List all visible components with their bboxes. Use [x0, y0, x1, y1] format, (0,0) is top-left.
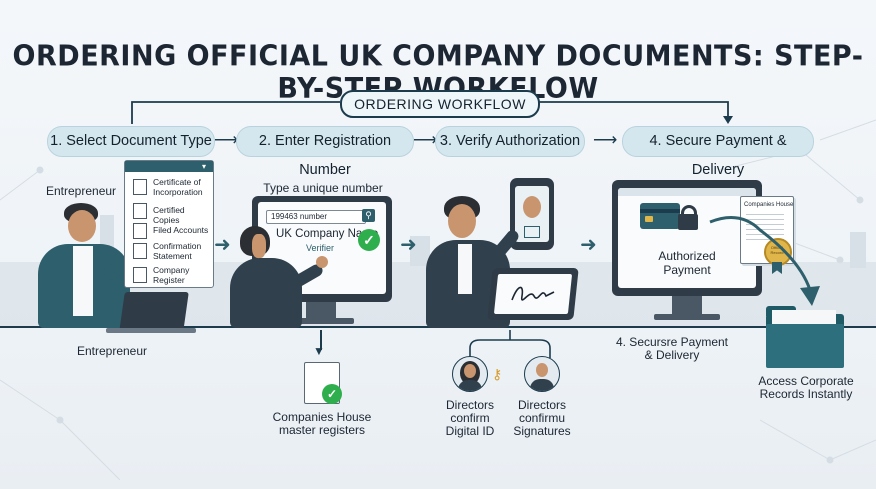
folder-front — [766, 324, 844, 368]
step-1-pill: 1. Select Document Type — [47, 126, 215, 157]
entrepreneur-avatar — [68, 210, 96, 242]
type-number-caption: Type a unique number — [263, 181, 383, 195]
certificate-lines — [746, 214, 784, 242]
document-icon — [133, 179, 147, 195]
doc-option-certified-copies[interactable]: Certified Copies — [153, 205, 185, 225]
step-2-pill: 2. Enter Registration Number — [236, 126, 414, 178]
company-name-result: UK Company Name — [276, 228, 379, 240]
person-avatar — [252, 234, 266, 258]
arrow-right-icon: ⟶ — [413, 130, 438, 149]
arrow-right-icon: ➜ — [214, 234, 231, 256]
person-avatar — [448, 204, 476, 238]
entrepreneur-label-top: Entrepreneur — [46, 184, 117, 198]
check-icon: ✓ — [322, 384, 342, 404]
doc-option-incorporation[interactable]: Certificate of Incorporation — [153, 177, 203, 197]
arrow-right-icon: ⟶ — [214, 130, 239, 149]
skyline-tower — [410, 236, 430, 266]
document-type-dropdown[interactable]: ▾ Certificate of Incorporation Certified… — [124, 160, 214, 288]
arrow-down-line — [320, 330, 322, 350]
person-body — [230, 258, 302, 328]
director-id-caption-1: Directors — [445, 398, 494, 412]
search-icon[interactable]: ⚲ — [362, 209, 375, 222]
browser-bar — [618, 188, 756, 196]
access-records-caption-2: Records Instantly — [759, 387, 853, 401]
companies-house-caption-1: Companies House — [272, 410, 372, 424]
lock-shackle — [681, 205, 697, 218]
entrepreneur-shirt — [73, 246, 93, 316]
payment-monitor-base — [654, 314, 720, 320]
document-icon — [133, 267, 147, 283]
authorized-text-2: Payment — [663, 263, 711, 277]
payment-monitor-stand — [672, 296, 702, 316]
seal-text: Official Record — [770, 245, 784, 255]
director-face — [464, 364, 476, 378]
pointing-hand — [316, 256, 328, 268]
document-icon — [133, 243, 147, 259]
arrow-down-icon: ▼ — [313, 344, 325, 358]
director-id-caption-3: Digital ID — [445, 424, 495, 438]
chevron-down-icon: ▾ — [202, 162, 207, 171]
person-shirt — [458, 244, 472, 294]
registration-number-input[interactable]: 199463 number — [266, 210, 366, 224]
workflow-loop-arrow — [131, 101, 733, 124]
laptop-icon — [119, 292, 189, 332]
monitor-base — [290, 318, 354, 324]
card-stripe — [640, 209, 680, 213]
certificate-title: Companies House — [744, 202, 794, 208]
page-title: ORDERING OFFICIAL UK COMPANY DOCUMENTS: … — [12, 40, 864, 106]
monitor-stand — [306, 302, 336, 320]
signature-icon — [511, 286, 555, 301]
directors-bracket — [469, 330, 551, 358]
verifier-label: Verifier — [306, 243, 335, 253]
check-icon: ✓ — [358, 229, 380, 251]
laptop-base — [106, 328, 196, 333]
delivery-arrow — [709, 216, 820, 306]
face-id-icon — [523, 196, 541, 218]
director-sign-caption-3: Signatures — [513, 424, 571, 438]
director-avatar-1 — [452, 356, 488, 392]
arrow-right-icon: ➜ — [580, 234, 597, 256]
access-records-caption-1: Access Corporate — [758, 374, 854, 388]
step-4-pill: 4. Secure Payment & Delivery — [622, 126, 814, 178]
skyline-tower — [850, 232, 866, 268]
director-body — [458, 380, 482, 391]
card-chip — [645, 216, 653, 222]
document-icon — [133, 223, 147, 239]
arrow-right-icon: ➜ — [400, 234, 417, 256]
director-sign-caption-1: Directors — [517, 398, 566, 412]
doc-option-register[interactable]: Company Register — [153, 265, 190, 285]
companies-house-caption-2: master registers — [278, 423, 366, 437]
director-body — [530, 379, 554, 391]
folder-papers — [772, 310, 836, 324]
director-face — [536, 363, 548, 377]
secure-payment-caption-2: & Delivery — [644, 348, 700, 362]
workflow-label: ORDERING WORKFLOW — [340, 90, 540, 118]
director-id-caption-2: confirm — [450, 411, 490, 425]
arrow-right-icon: ⟶ — [593, 130, 618, 149]
key-icon: ⚷ — [492, 366, 503, 382]
lock-icon — [678, 214, 698, 230]
doc-option-confirmation[interactable]: Confirmation Statement — [153, 241, 202, 261]
entrepreneur-label-bottom: Entrepreneur — [76, 344, 148, 358]
dropdown-header — [125, 161, 213, 172]
step-3-pill: 3. Verify Authorization — [435, 126, 585, 157]
secure-payment-caption-1: 4. Secursre Payment — [615, 335, 729, 349]
face-scan-icon — [524, 226, 540, 238]
director-sign-caption-2: confirmu — [518, 411, 565, 425]
document-icon — [133, 203, 147, 219]
director-avatar-2 — [524, 356, 560, 392]
doc-option-filed-accounts[interactable]: Filed Accounts — [153, 225, 209, 235]
authorized-text-1: Authorized — [658, 249, 716, 263]
seal-ribbon — [772, 262, 782, 274]
